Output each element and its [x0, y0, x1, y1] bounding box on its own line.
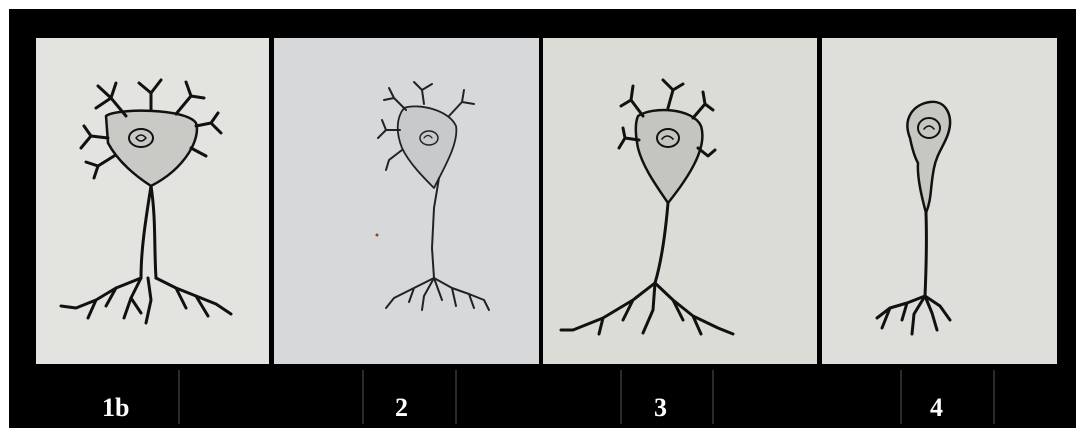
neuron-4-drawing — [822, 38, 1057, 364]
panel-label-3: 3 — [654, 393, 667, 423]
panel-3-image — [543, 38, 817, 364]
panel-2-image — [274, 38, 539, 364]
divider — [178, 370, 180, 424]
panel-label-4: 4 — [930, 393, 943, 423]
neuron-1b-drawing — [36, 38, 269, 364]
panel-4-image — [822, 38, 1057, 364]
labels-bar — [34, 370, 1059, 424]
panel-1b-image — [36, 38, 269, 364]
divider — [362, 370, 364, 424]
divider — [455, 370, 457, 424]
divider — [620, 370, 622, 424]
divider — [993, 370, 995, 424]
panel-label-1b: 1b — [102, 393, 129, 423]
neuron-3-drawing — [543, 38, 817, 364]
panel-label-2: 2 — [395, 393, 408, 423]
divider — [712, 370, 714, 424]
divider — [900, 370, 902, 424]
neuron-2-drawing — [274, 38, 539, 364]
